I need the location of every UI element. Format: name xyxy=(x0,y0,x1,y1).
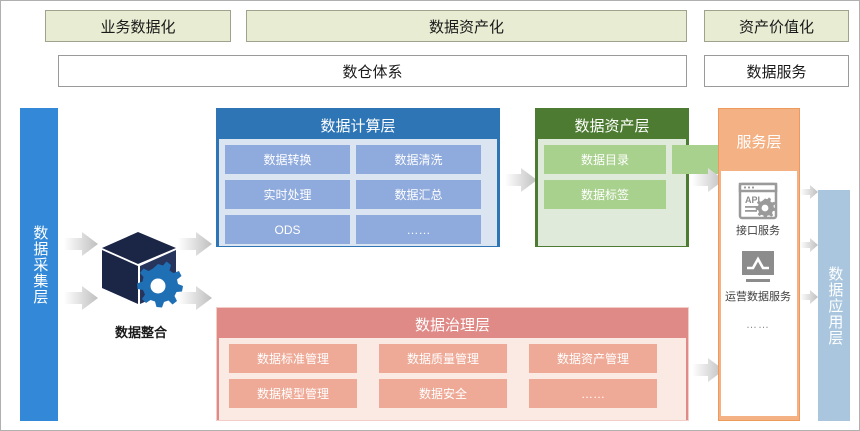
arrow-service-to-application-2 xyxy=(800,238,818,252)
subheader-data-service: 数据服务 xyxy=(704,55,849,87)
api-gear-icon: API xyxy=(738,182,778,220)
chip-item[interactable]: 实时处理 xyxy=(225,180,350,209)
subheader-label: 数仓体系 xyxy=(342,63,403,81)
cube-gear-icon xyxy=(98,228,184,308)
asset-layer-items: 数据目录 数据标签 …… xyxy=(538,139,794,246)
chip-item[interactable]: 数据转换 xyxy=(225,145,350,174)
chip-item[interactable]: 数据清洗 xyxy=(356,145,481,174)
chip-item[interactable]: 数据标准管理 xyxy=(229,344,357,373)
arrow-collect-to-integration-top xyxy=(64,232,98,256)
arrow-service-to-application-1 xyxy=(800,185,818,199)
arrow-compute-to-asset xyxy=(505,168,537,192)
header-label: 资产价值化 xyxy=(738,18,814,36)
chip-item[interactable]: 数据质量管理 xyxy=(379,344,507,373)
panel-title: 数据治理层 xyxy=(414,316,490,334)
column-data-application-layer: 数据应用层 xyxy=(818,190,850,421)
chip-item[interactable]: 数据资产管理 xyxy=(529,344,657,373)
svg-text:API: API xyxy=(745,195,760,205)
panel-asset-layer: 数据资产层 数据目录 数据标签 …… xyxy=(535,108,794,247)
service-item-operations[interactable]: 运营数据服务 xyxy=(725,249,791,305)
header-data-assetization: 数据资产化 xyxy=(246,10,687,42)
service-more-dots: …… xyxy=(746,318,770,331)
panel-compute-layer: 数据计算层 数据转换 数据清洗 实时处理 数据汇总 ODS …… xyxy=(216,108,500,247)
column-label: 数据应用层 xyxy=(826,265,844,346)
header-business-datafication: 业务数据化 xyxy=(45,10,231,42)
arrow-governance-to-service xyxy=(692,358,724,382)
arrow-integration-to-governance xyxy=(178,286,212,310)
header-label: 业务数据化 xyxy=(100,18,176,36)
integration-label: 数据整合 xyxy=(114,325,167,340)
panel-governance-layer: 数据治理层 数据标准管理 数据质量管理 数据资产管理 数据模型管理 数据安全 …… xyxy=(216,307,689,421)
compute-layer-items: 数据转换 数据清洗 实时处理 数据汇总 ODS …… xyxy=(219,139,497,246)
chip-item[interactable]: ODS xyxy=(225,215,350,244)
header-label: 数据资产化 xyxy=(428,18,504,36)
subheader-warehouse-system: 数仓体系 xyxy=(58,55,687,87)
panel-service-layer: 服务层 API 接口服务 xyxy=(718,108,800,421)
service-item-api[interactable]: API 接口服务 xyxy=(736,181,780,239)
chip-item[interactable]: 数据目录 xyxy=(544,145,666,174)
chip-item[interactable]: 数据汇总 xyxy=(356,180,481,209)
arrow-service-to-application-3 xyxy=(800,290,818,304)
service-item-label: 运营数据服务 xyxy=(725,290,791,303)
arrow-asset-to-service xyxy=(692,168,724,192)
arrow-collect-to-integration-bottom xyxy=(64,286,98,310)
service-item-label: 接口服务 xyxy=(736,225,780,237)
column-label: 数据采集层 xyxy=(31,224,49,305)
column-data-collection-layer: 数据采集层 xyxy=(20,108,58,421)
monitor-chart-icon xyxy=(742,250,774,282)
chip-item[interactable]: 数据模型管理 xyxy=(229,379,357,408)
subheader-label: 数据服务 xyxy=(746,63,807,81)
chip-item[interactable]: …… xyxy=(529,379,657,408)
header-asset-valuation: 资产价值化 xyxy=(704,10,849,42)
service-layer-items: API 接口服务 运营数据服务 …… xyxy=(721,171,797,416)
governance-layer-items: 数据标准管理 数据质量管理 数据资产管理 数据模型管理 数据安全 …… xyxy=(219,338,686,420)
panel-title: 服务层 xyxy=(736,133,782,151)
panel-title: 数据计算层 xyxy=(320,117,396,135)
arrow-integration-to-compute xyxy=(178,232,212,256)
chip-item[interactable]: 数据安全 xyxy=(379,379,507,408)
chip-item[interactable]: …… xyxy=(356,215,481,244)
chip-item[interactable]: 数据标签 xyxy=(544,180,666,209)
panel-title: 数据资产层 xyxy=(574,117,650,135)
